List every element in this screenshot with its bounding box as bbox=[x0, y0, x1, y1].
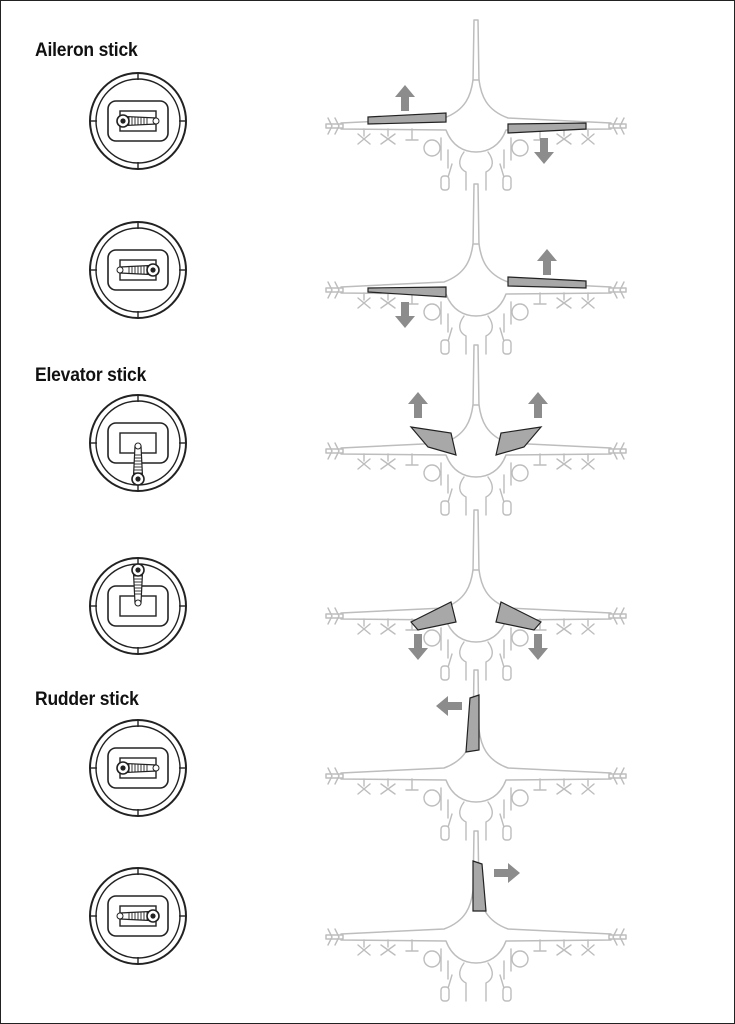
arrow-up-right bbox=[537, 249, 557, 275]
rudder bbox=[465, 694, 480, 753]
right-aileron bbox=[507, 122, 587, 134]
aircraft-aileron-left-up bbox=[325, 19, 627, 191]
arrow-up-right bbox=[528, 392, 548, 418]
aircraft-aileron-right-up bbox=[325, 183, 627, 355]
heading-elevator-stick: Elevator stick bbox=[35, 365, 147, 386]
right-elevator bbox=[495, 426, 543, 456]
aileron-stick-right-gimbal bbox=[89, 221, 187, 319]
aircraft-elevator-down bbox=[325, 509, 627, 681]
arrow-right bbox=[494, 863, 520, 883]
arrow-up-left bbox=[395, 85, 415, 111]
arrow-down-left bbox=[395, 302, 415, 328]
aircraft-rudder-left bbox=[325, 669, 627, 841]
elevator-stick-up-gimbal bbox=[89, 557, 187, 655]
left-elevator bbox=[410, 601, 457, 631]
arrow-up-left bbox=[408, 392, 428, 418]
rudder-stick-right-gimbal bbox=[89, 867, 187, 965]
left-aileron bbox=[367, 286, 447, 298]
arrow-down-right bbox=[528, 634, 548, 660]
rudder bbox=[472, 860, 487, 912]
aileron-stick-left-gimbal bbox=[89, 72, 187, 170]
arrow-left bbox=[436, 696, 462, 716]
heading-aileron-stick: Aileron stick bbox=[35, 40, 138, 61]
arrow-down-right bbox=[534, 138, 554, 164]
right-elevator bbox=[495, 601, 542, 631]
left-elevator bbox=[409, 426, 457, 456]
left-aileron bbox=[367, 112, 447, 125]
rudder-stick-left-gimbal bbox=[89, 719, 187, 817]
elevator-stick-down-gimbal bbox=[89, 394, 187, 492]
right-aileron bbox=[507, 276, 587, 289]
heading-rudder-stick: Rudder stick bbox=[35, 689, 139, 710]
aircraft-rudder-right bbox=[325, 830, 627, 1002]
aircraft-elevator-up bbox=[325, 344, 627, 516]
